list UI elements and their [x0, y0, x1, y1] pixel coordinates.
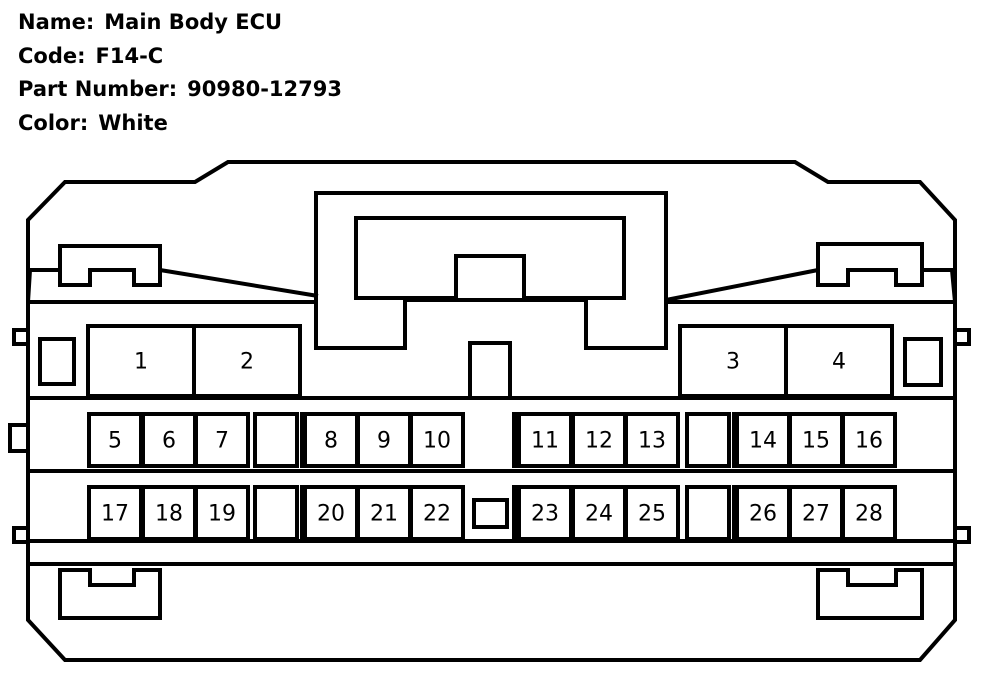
pin-number: 5: [108, 429, 122, 454]
pin-number: 20: [317, 502, 345, 527]
pin-cavity: [409, 485, 465, 541]
latch-bottom-left: [58, 568, 162, 620]
pin-number: 9: [377, 429, 391, 454]
shoulder-right: [665, 268, 957, 304]
blank-slot: [685, 412, 731, 468]
pin-cavity: [192, 324, 302, 398]
pin-number: 1: [134, 350, 148, 375]
code-value: F14-C: [95, 43, 164, 68]
code-label: Code:: [18, 43, 86, 68]
pin-number: 7: [215, 429, 229, 454]
pin-number: 22: [423, 502, 451, 527]
pin-number: 3: [726, 350, 740, 375]
pin-layer: [86, 324, 897, 541]
pin-number: 23: [531, 502, 559, 527]
pin-cavity: [624, 412, 680, 468]
ear-right-bottom: [953, 526, 971, 544]
pin-number: 25: [638, 502, 666, 527]
pin-cavity: [409, 412, 465, 468]
pin-number: 6: [162, 429, 176, 454]
latch-top-left: [58, 244, 162, 287]
ear-left-bottom: [12, 526, 30, 544]
pin-number: 10: [423, 429, 451, 454]
pin-cavity: [194, 412, 250, 468]
part-number-value: 90980-12793: [187, 77, 342, 101]
pin-number: 18: [155, 502, 183, 527]
name-value: Main Body ECU: [104, 10, 283, 34]
pin-cavity: [784, 324, 894, 398]
pin-number: 21: [370, 502, 398, 527]
blank-slot: [685, 485, 731, 541]
lock-tab-inner: [354, 216, 626, 300]
blank-slot: [253, 412, 299, 468]
ear-left-top: [12, 328, 30, 346]
connector-info: Name: Main Body ECU Code: F14-C Part Numbe…: [18, 6, 342, 140]
ear-right-top: [953, 328, 971, 346]
pin-cavity: [194, 485, 250, 541]
group-bar: [512, 485, 518, 541]
pin-number: 4: [832, 350, 846, 375]
pin-cavity: [841, 485, 897, 541]
pin-number: 17: [101, 502, 129, 527]
group-bar: [512, 412, 518, 468]
ear-left-mid: [8, 423, 30, 453]
name-row: Name: Main Body ECU: [18, 6, 342, 40]
color-value: White: [98, 110, 168, 135]
pin-number: 28: [855, 502, 883, 527]
pin-cavity: [624, 485, 680, 541]
color-row: Color: White: [18, 107, 342, 141]
pin-number: 15: [802, 429, 830, 454]
pin-cavity: [841, 412, 897, 468]
latch-top-right: [816, 242, 924, 287]
key-notch: [468, 341, 512, 398]
pin-number: 13: [638, 429, 666, 454]
pin-number: 12: [585, 429, 613, 454]
pin-number: 2: [240, 350, 254, 375]
side-window-left: [38, 337, 76, 386]
shoulder-left: [26, 268, 319, 304]
pin-number: 24: [585, 502, 613, 527]
color-label: Color:: [18, 110, 89, 135]
name-label: Name:: [18, 10, 95, 34]
pin-number: 16: [855, 429, 883, 454]
side-window-right: [903, 337, 943, 387]
pin-number: 27: [802, 502, 830, 527]
pin-number: 11: [531, 429, 559, 454]
part-number-row: Part Number: 90980-12793: [18, 73, 342, 107]
latch-bottom-right: [816, 568, 924, 620]
connector-housing: [26, 160, 957, 662]
pin-number: 19: [208, 502, 236, 527]
blank-slot: [253, 485, 299, 541]
center-square: [472, 498, 509, 529]
code-row: Code: F14-C: [18, 40, 342, 74]
pin-number: 8: [324, 429, 338, 454]
pin-number: 26: [749, 502, 777, 527]
part-number-label: Part Number:: [18, 77, 178, 101]
pin-number: 14: [749, 429, 777, 454]
